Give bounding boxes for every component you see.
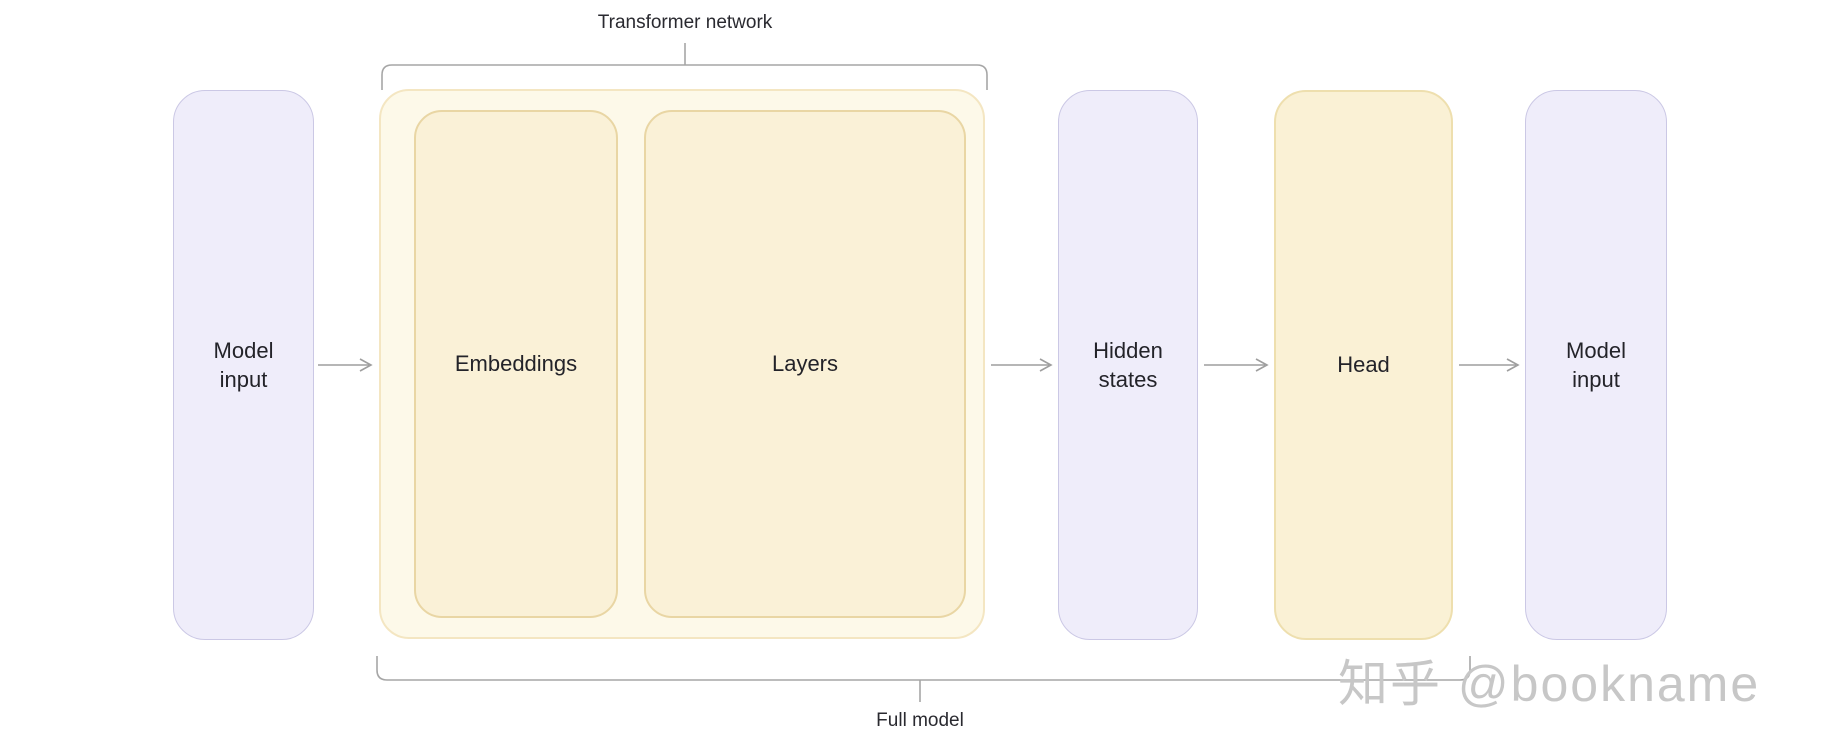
node-model-input-left: Model input [173, 90, 314, 640]
node-embeddings-label: Embeddings [454, 351, 578, 377]
arrowhead-icon [1506, 358, 1520, 372]
watermark-zhihu: 知乎 @bookname [1338, 656, 1761, 712]
node-layers-label: Layers [771, 351, 839, 377]
arrow-transformer-to-hidden [991, 358, 1053, 372]
node-hidden-states-label: Hidden states [1093, 337, 1163, 392]
node-layers: Layers [644, 110, 966, 618]
arrow-hidden-to-head [1204, 358, 1269, 372]
node-model-input-left-label: Model input [213, 337, 274, 392]
arrowhead-icon [1039, 358, 1053, 372]
arrowhead-icon [1255, 358, 1269, 372]
bottom-bracket [376, 656, 1471, 702]
arrow-input-to-transformer [318, 358, 373, 372]
node-hidden-states: Hidden states [1058, 90, 1198, 640]
node-head: Head [1274, 90, 1453, 640]
top-bracket [381, 43, 988, 90]
node-embeddings: Embeddings [414, 110, 618, 618]
full-model-label: Full model [876, 710, 964, 731]
node-head-label: Head [1337, 352, 1390, 378]
node-model-input-right-label: Model input [1566, 337, 1626, 392]
arrow-head-to-output [1459, 358, 1520, 372]
transformer-network-label: Transformer network [597, 12, 773, 33]
node-model-input-right: Model input [1525, 90, 1667, 640]
arrowhead-icon [359, 358, 373, 372]
